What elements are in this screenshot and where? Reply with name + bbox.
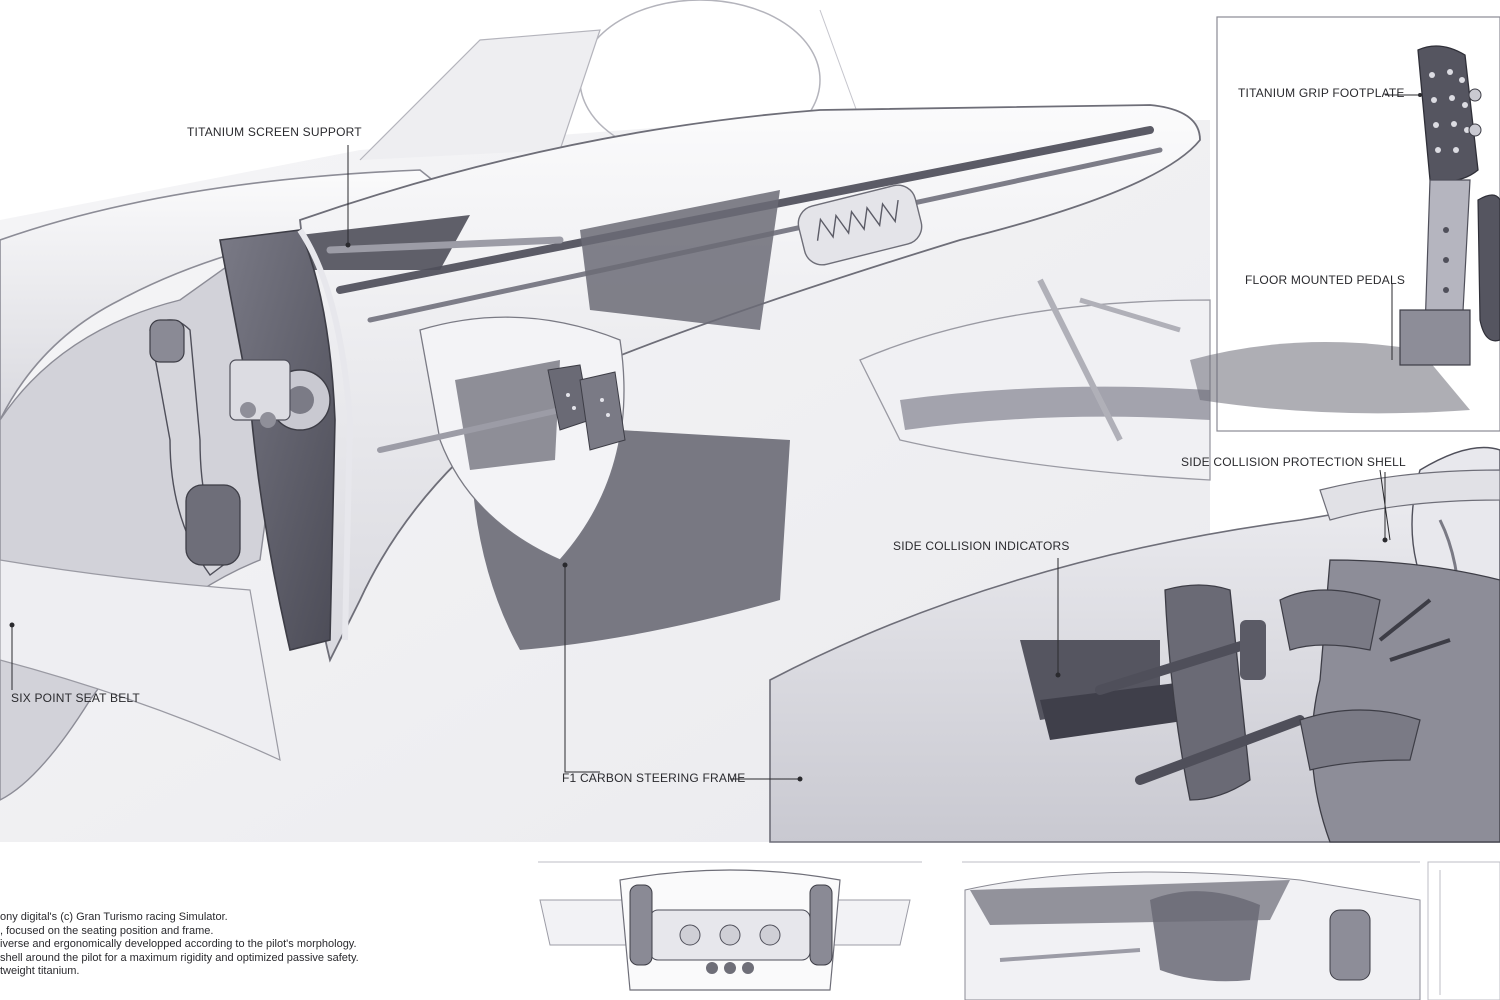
callout-six-point-seat-belt: SIX POINT SEAT BELT [11,691,140,705]
note-line: ony digital's (c) Gran Turismo racing Si… [0,911,228,923]
spring-detail [797,184,923,266]
callout-f1-carbon-steering-frame: F1 CARBON STEERING FRAME [562,771,746,785]
thumbnail-cropped [1427,861,1500,1000]
note-line: tweight titanium. [0,965,80,978]
callout-floor-mounted-pedals: FLOOR MOUNTED PEDALS [1245,273,1406,287]
callout-titanium-screen-support: TITANIUM SCREEN SUPPORT [187,125,362,139]
pedal-detail-inset [1190,16,1500,432]
callout-side-collision-indicators: SIDE COLLISION INDICATORS [893,539,1070,553]
thumbnail-side-view [960,860,1421,1000]
note-line: iverse and ergonomically developped acco… [0,938,357,951]
callout-titanium-grip-footplate: TITANIUM GRIP FOOTPLATE [1238,86,1405,100]
callout-dots [9,242,1388,782]
description-notes: ony digital's (c) Gran Turismo racing Si… [0,911,380,979]
note-line: shell around the pilot for a maximum rig… [0,951,359,964]
steering-yoke-left [149,319,331,576]
thumbnail-front-view [535,860,925,1000]
pilot-cockpit-right [769,446,1500,843]
note-line: , focused on the seating position and fr… [0,924,214,937]
callout-side-collision-protection-shell: SIDE COLLISION PROTECTION SHELL [1181,455,1406,469]
callout-leader-lines [11,145,1386,780]
small-pedals [547,364,626,451]
